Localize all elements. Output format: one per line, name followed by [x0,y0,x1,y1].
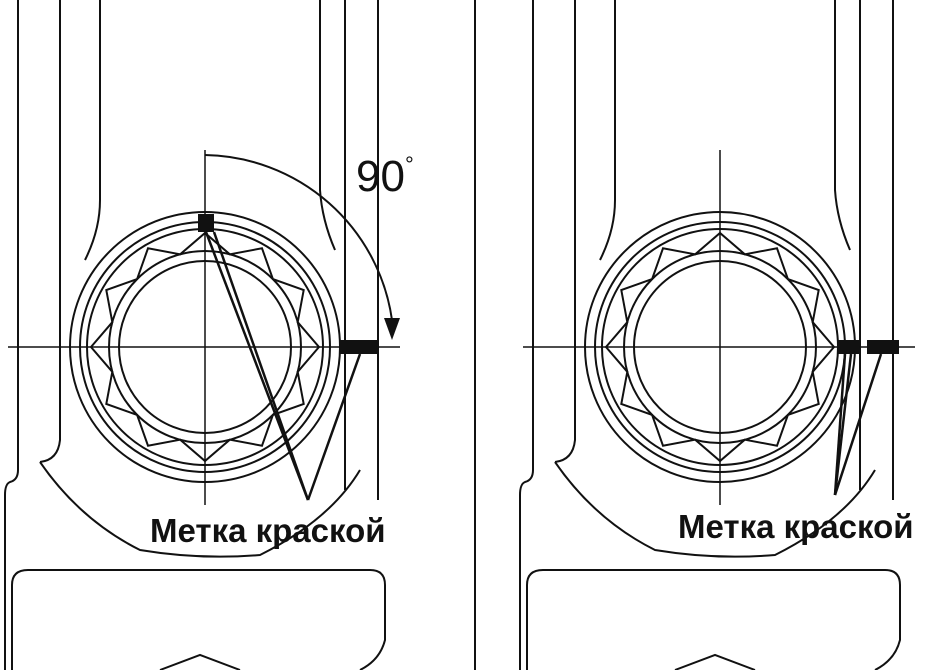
right-paint-mark-label: Метка краской [678,508,914,545]
paint-mark-rotated [837,340,859,354]
rotation-arc-arrow [204,154,393,321]
left-assembly [4,0,401,670]
angle-unit: ° [404,152,414,177]
rotation-angle-label: 90° [356,152,414,202]
bolt-head-12-point [604,231,836,463]
angle-value: 90 [356,152,405,201]
paint-mark-reference [340,340,378,354]
paint-mark-initial [198,214,214,232]
paint-mark-reference [867,340,899,354]
arrowhead-icon [384,318,400,340]
leader-lines [833,353,883,496]
right-assembly [519,0,916,670]
left-paint-mark-label: Метка краской [150,512,386,549]
bolt-head-12-point [89,231,321,463]
leader-lines [204,231,362,501]
